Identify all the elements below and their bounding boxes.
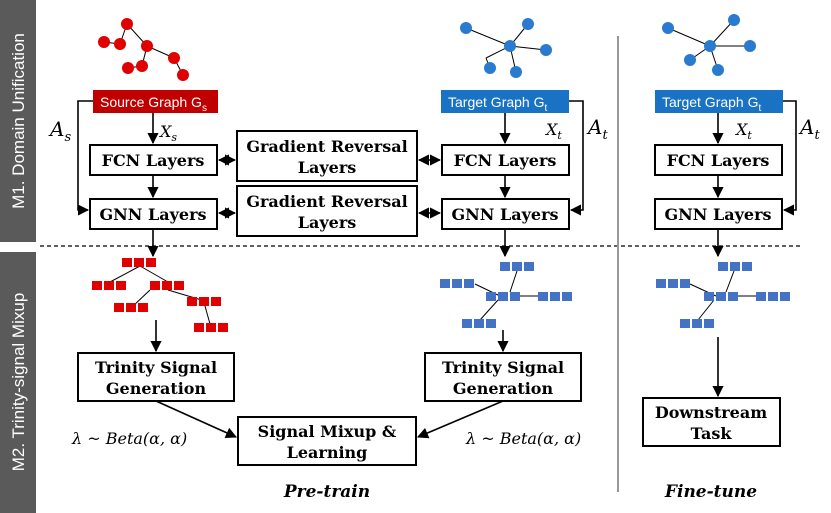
- tsg-left-line2: Generation: [106, 379, 207, 398]
- fcn-layers-right: [441, 144, 570, 176]
- gnn-layers-right-label: GNN Layers: [451, 205, 558, 224]
- finetune-graph-icon: [662, 14, 756, 76]
- downstream-line1: Downstream: [655, 403, 767, 422]
- mix-line1: Signal Mixup &: [258, 422, 397, 441]
- source-graph-label-box: [93, 90, 218, 113]
- target-graph-icon: [460, 18, 552, 78]
- m2-side-label: M2. Trinity-signal Mixup: [9, 293, 28, 472]
- at-finetune-label: At: [798, 115, 820, 143]
- m1-side-label: M1. Domain Unification: [9, 33, 28, 209]
- pretrain-caption: Pre-train: [283, 482, 370, 502]
- source-signal-tree: [92, 258, 228, 332]
- finetune-signal-tree: [656, 262, 790, 328]
- xt-finetune-label: Xt: [734, 120, 752, 142]
- trinity-signal-generation-right: [424, 352, 582, 402]
- gradient-reversal-top: [236, 130, 418, 182]
- finetune-caption: Fine-tune: [664, 482, 757, 502]
- gnn-layers-right: [441, 198, 570, 230]
- grl-bottom-line2: Layers: [298, 213, 357, 232]
- fcn-layers-left-label: FCN Layers: [102, 151, 205, 170]
- fcn-layers-right-label: FCN Layers: [454, 151, 557, 170]
- downstream-line2: Task: [691, 424, 733, 443]
- fcn-layers-finetune-label: FCN Layers: [667, 151, 770, 170]
- finetune-graph-label-box: [655, 90, 783, 113]
- target-graph-label: Target Graph Gt: [448, 94, 548, 114]
- source-graph-label: Source Graph Gs: [100, 94, 207, 114]
- grl-top-line1: Gradient Reversal: [246, 137, 407, 156]
- tsg-right-line2: Generation: [453, 379, 554, 398]
- signal-mixup-learning: [237, 416, 417, 466]
- trinity-signal-generation-left: [77, 352, 235, 402]
- gnn-layers-left: [89, 198, 218, 230]
- downstream-task: [642, 397, 781, 447]
- gnn-layers-finetune-label: GNN Layers: [664, 205, 771, 224]
- target-signal-tree: [440, 262, 572, 328]
- gnn-layers-left-label: GNN Layers: [99, 205, 206, 224]
- lambda-right-label: λ ~ Beta(α, α): [465, 429, 581, 448]
- source-graph-icon: [98, 18, 189, 81]
- lambda-left-label: λ ~ Beta(α, α): [71, 429, 187, 448]
- gnn-layers-finetune: [654, 198, 783, 230]
- fcn-layers-left: [89, 144, 218, 176]
- tsg-right-line1: Trinity Signal: [442, 358, 564, 377]
- fcn-layers-finetune: [654, 144, 783, 176]
- target-graph-label-box: [441, 90, 569, 113]
- xs-label: Xs: [158, 122, 177, 144]
- xt-label: Xt: [544, 120, 562, 142]
- finetune-graph-label: Target Graph Gt: [662, 94, 762, 114]
- m1-side-bar: [0, 0, 36, 242]
- grl-bottom-line1: Gradient Reversal: [246, 192, 407, 211]
- tsg-left-line1: Trinity Signal: [95, 358, 217, 377]
- as-label: As: [48, 117, 71, 145]
- m2-side-bar: [0, 252, 36, 513]
- gradient-reversal-bottom: [236, 185, 418, 237]
- grl-top-line2: Layers: [298, 158, 357, 177]
- at-label: At: [586, 115, 608, 143]
- mix-line2: Learning: [287, 443, 368, 462]
